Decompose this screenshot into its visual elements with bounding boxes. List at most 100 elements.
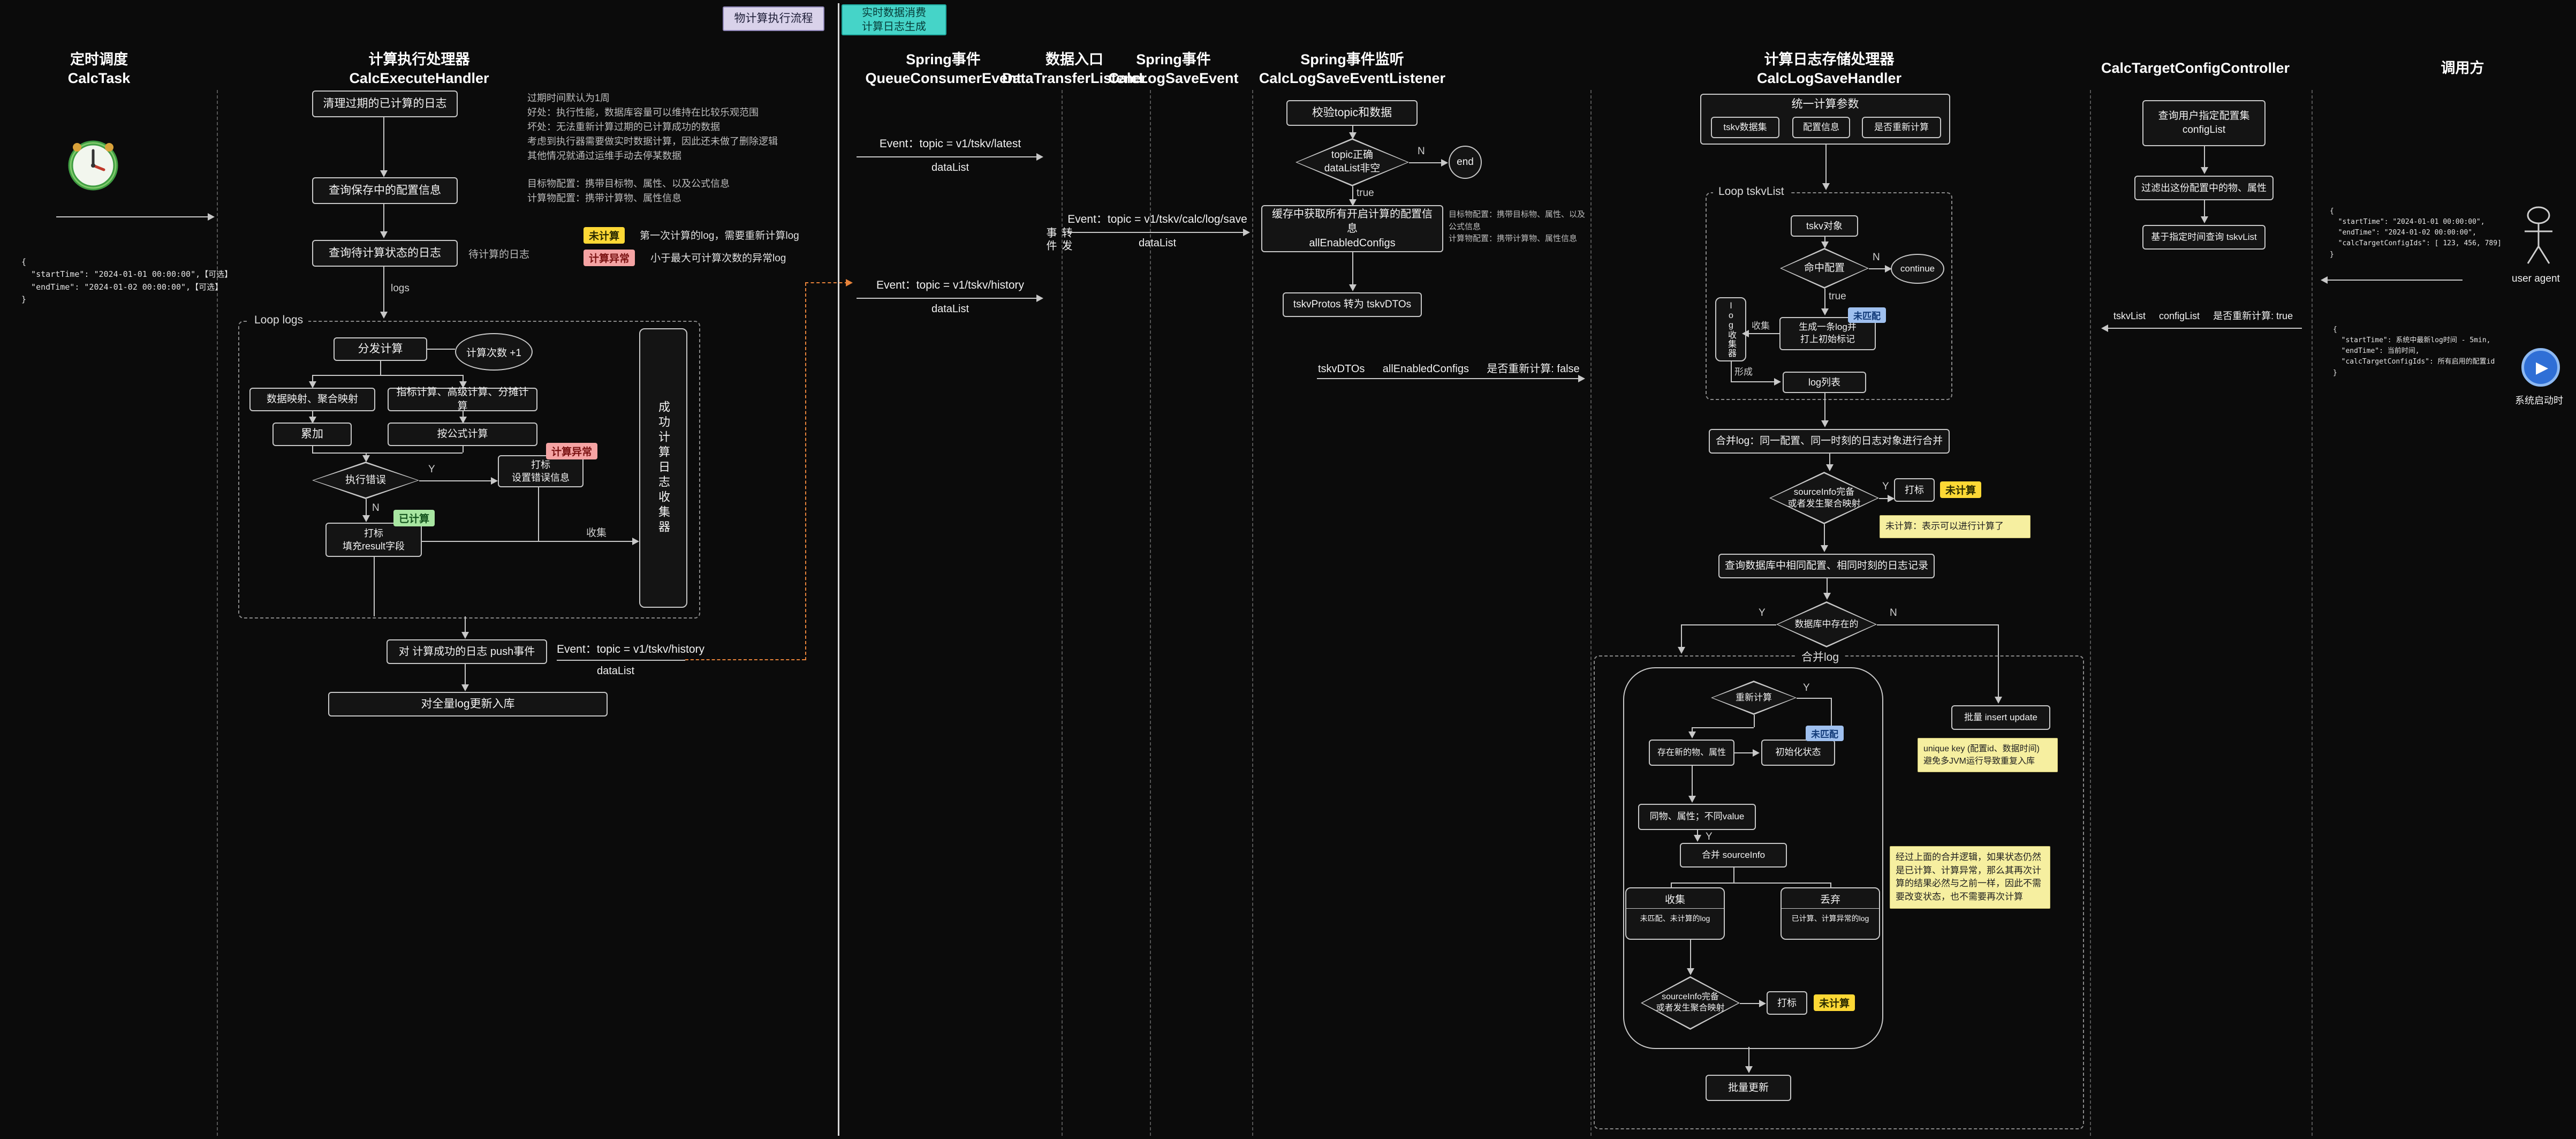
- connector: [465, 616, 466, 636]
- mark-box-2: 打标: [1767, 991, 1807, 1015]
- uncalculated-chip: 未计算: [1814, 994, 1855, 1011]
- query-pending-logs-box: 查询待计算状态的日志: [312, 240, 458, 267]
- pending-log-note: 待计算的日志: [468, 249, 530, 260]
- arrowhead: [380, 231, 388, 238]
- system-boot-label: 系统启动时: [2515, 395, 2563, 406]
- connector: [1671, 882, 1830, 884]
- uncalculated-note: 未计算：表示可以进行计算了: [1880, 515, 2031, 538]
- arrowhead: [1578, 375, 1585, 382]
- lane-divider: [1252, 90, 1253, 1136]
- arrowhead: [459, 381, 467, 388]
- user-agent-icon: [2525, 206, 2552, 264]
- loop-tskvlist-container: [1706, 192, 1952, 400]
- y-label: Y: [1759, 607, 1766, 618]
- calc-error-chip: 计算异常: [546, 443, 598, 459]
- connector: [1697, 830, 1698, 839]
- cache-configs-box: 缓存中获取所有开启计算的配置信息 allEnabledConfigs: [1261, 205, 1443, 252]
- arrowhead: [1759, 1000, 1766, 1007]
- param-tskv-dataset: tskv数据集: [1711, 117, 1779, 138]
- end-label: end: [1457, 156, 1474, 168]
- lane-divider: [1062, 90, 1063, 1136]
- loop-tskvlist-label: Loop tskvList: [1713, 185, 1790, 198]
- merge-sourceinfo-box: 合并 sourceInfo: [1680, 843, 1787, 868]
- arrowhead: [380, 312, 388, 319]
- user-agent-label: user agent: [2512, 273, 2560, 284]
- arrowhead: [1822, 183, 1830, 190]
- validate-topic-box: 校验topic和数据: [1286, 100, 1418, 126]
- forward-connector: [805, 283, 806, 660]
- arrowhead: [1885, 265, 1892, 273]
- arrowhead: [2201, 167, 2208, 174]
- cache-configs-note: 目标物配置：携带目标物、属性、以及公式信息 计算物配置：携带计算物、属性信息: [1449, 210, 1586, 243]
- connector: [1352, 252, 1353, 289]
- legend-realtime: 实时数据消费 计算日志生成: [842, 4, 946, 35]
- exists-in-db-diamond: 数据库中存在的: [1776, 601, 1877, 647]
- y-label: Y: [1803, 682, 1810, 693]
- discard-title: 丢弃: [1782, 888, 1879, 909]
- clock-icon: [68, 140, 118, 191]
- lane-subtitle: CalcLogSaveEventListener: [1259, 70, 1446, 87]
- mark-box: 打标: [1894, 478, 1935, 502]
- arrowhead: [1243, 229, 1250, 236]
- lane-divider: [2090, 90, 2091, 1136]
- connector: [1740, 1003, 1761, 1004]
- arrowhead: [2101, 325, 2108, 332]
- connector: [1671, 882, 1672, 887]
- connector: [374, 557, 375, 616]
- connector: [1681, 624, 1682, 651]
- unified-params-title: 统一计算参数: [1791, 98, 1859, 110]
- lane-subtitle: CalcLogSaveEvent: [1108, 70, 1239, 87]
- arrowhead: [1036, 295, 1043, 302]
- arrowhead: [1694, 835, 1701, 842]
- connector: [312, 375, 313, 384]
- connector: [1998, 624, 1999, 701]
- lane-title: Spring事件: [906, 51, 981, 67]
- caller-payload-useragent: { "startTime": "2024-01-01 00:00:00", "e…: [2330, 207, 2502, 259]
- merge-logic-note: 经过上面的合并逻辑，如果状态仍然 是已计算、计算异常，那么其再次计 算的结果必然…: [1890, 846, 2050, 909]
- connector: [1879, 498, 1891, 499]
- connector: [2204, 146, 2205, 171]
- mark-result-box: 打标 填充result字段: [325, 523, 422, 557]
- play-icon: ▶: [2535, 358, 2549, 376]
- connector: [427, 349, 455, 350]
- push-datalist-label: dataList: [597, 665, 635, 677]
- arrowhead: [1826, 464, 1833, 471]
- query-tskvlist-box: 基于指定时间查询 tskvList: [2142, 225, 2266, 250]
- arrowhead: [1823, 593, 1831, 600]
- loglist-box: log列表: [1783, 372, 1866, 393]
- lane-divider: [1150, 90, 1151, 1136]
- calc-count-ellipse: 计算次数 +1: [455, 333, 533, 371]
- arrowhead: [1036, 153, 1043, 161]
- connector: [1317, 378, 1580, 379]
- arrowhead: [1678, 647, 1685, 654]
- arrowhead: [1688, 731, 1696, 738]
- connector: [1690, 940, 1691, 972]
- collect-group-box: 收集 未匹配、未计算的log: [1625, 887, 1725, 940]
- connector: [1829, 454, 1830, 469]
- convert-dto-box: tskvProtos 转为 tskvDTOs: [1283, 292, 1422, 317]
- arrowhead: [461, 684, 469, 691]
- push-event-text: Event：topic = v1/tskv/history: [557, 643, 705, 655]
- update-all-logs-box: 对全量log更新入库: [328, 692, 608, 716]
- arrowhead: [309, 417, 316, 424]
- metric-calc-box: 指标计算、高级计算、分摊计算: [388, 387, 537, 412]
- connector: [2204, 200, 2205, 221]
- arrowhead: [1349, 284, 1357, 291]
- connector: [465, 664, 466, 689]
- clean-expired-note: 过期时间默认为1周 好处：执行性能，数据库容量可以维持在比较乐观范围 坏处：无法…: [527, 93, 778, 161]
- arrowhead: [2321, 276, 2328, 284]
- loop-logs-container: [238, 321, 700, 618]
- lane-header-queueconsumer: Spring事件 QueueConsumerEvent: [865, 50, 1021, 88]
- dispatch-calc-box: 分发计算: [334, 337, 427, 361]
- collect-label: 收集: [1752, 321, 1770, 331]
- query-configlist-box: 查询用户指定配置集 configList: [2142, 100, 2266, 146]
- arrowhead: [1995, 697, 2002, 704]
- collect-body: 未匹配、未计算的log: [1640, 914, 1710, 923]
- legend-flow: 物计算执行流程: [723, 6, 824, 31]
- arrowhead: [1888, 495, 1895, 502]
- connector: [383, 267, 384, 317]
- collect-title: 收集: [1626, 888, 1724, 909]
- n-label: N: [1890, 607, 1897, 618]
- connector: [383, 204, 384, 234]
- discard-body: 已计算、计算异常的log: [1791, 914, 1869, 923]
